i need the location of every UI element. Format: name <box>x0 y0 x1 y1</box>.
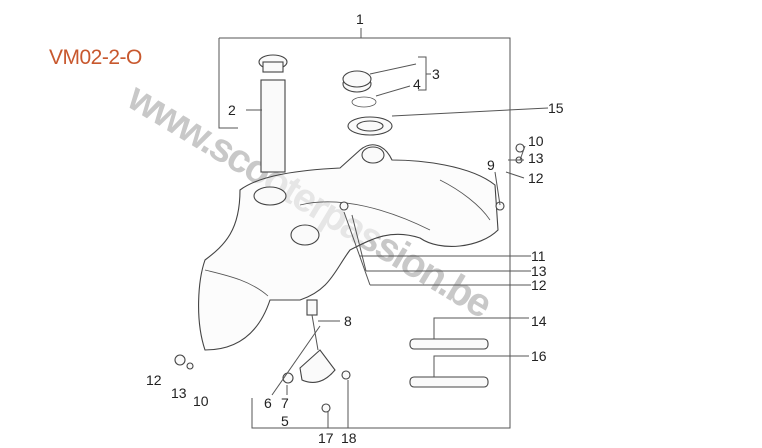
callout-13c: 13 <box>171 385 187 401</box>
assembly-frame <box>218 28 511 429</box>
callout-18: 18 <box>341 430 357 446</box>
callout-1: 1 <box>356 11 364 27</box>
callout-17: 17 <box>318 430 334 446</box>
fuel-hoses <box>409 317 529 388</box>
callout-10: 10 <box>528 133 544 149</box>
callout-12b: 12 <box>531 277 547 293</box>
callout-15: 15 <box>548 100 564 116</box>
callout-2: 2 <box>228 102 236 118</box>
callout-11: 11 <box>531 248 546 264</box>
callout-5: 5 <box>281 413 289 429</box>
callout-6: 6 <box>264 395 272 411</box>
callout-12: 12 <box>528 170 544 186</box>
callout-8: 8 <box>344 313 352 329</box>
fuel-tap <box>282 299 351 413</box>
leader-lines <box>246 56 549 428</box>
callout-9: 9 <box>487 157 495 173</box>
fuel-cap <box>342 70 393 136</box>
diagram-code: VM02-2-O <box>49 46 142 69</box>
callout-13b: 13 <box>531 263 547 279</box>
callout-14: 14 <box>531 313 547 329</box>
fuel-level-sender <box>258 54 288 173</box>
fuel-tank <box>198 144 499 351</box>
callout-10b: 10 <box>193 393 209 409</box>
callout-4: 4 <box>413 76 421 92</box>
callout-12c: 12 <box>146 372 162 388</box>
callout-7: 7 <box>281 395 289 411</box>
callout-3: 3 <box>432 66 440 82</box>
mounting-hardware <box>174 143 525 370</box>
callout-labels: 1 2 3 4 15 10 13 12 9 11 13 12 8 14 16 1… <box>146 11 564 446</box>
callout-16: 16 <box>531 348 547 364</box>
callout-13: 13 <box>528 150 544 166</box>
